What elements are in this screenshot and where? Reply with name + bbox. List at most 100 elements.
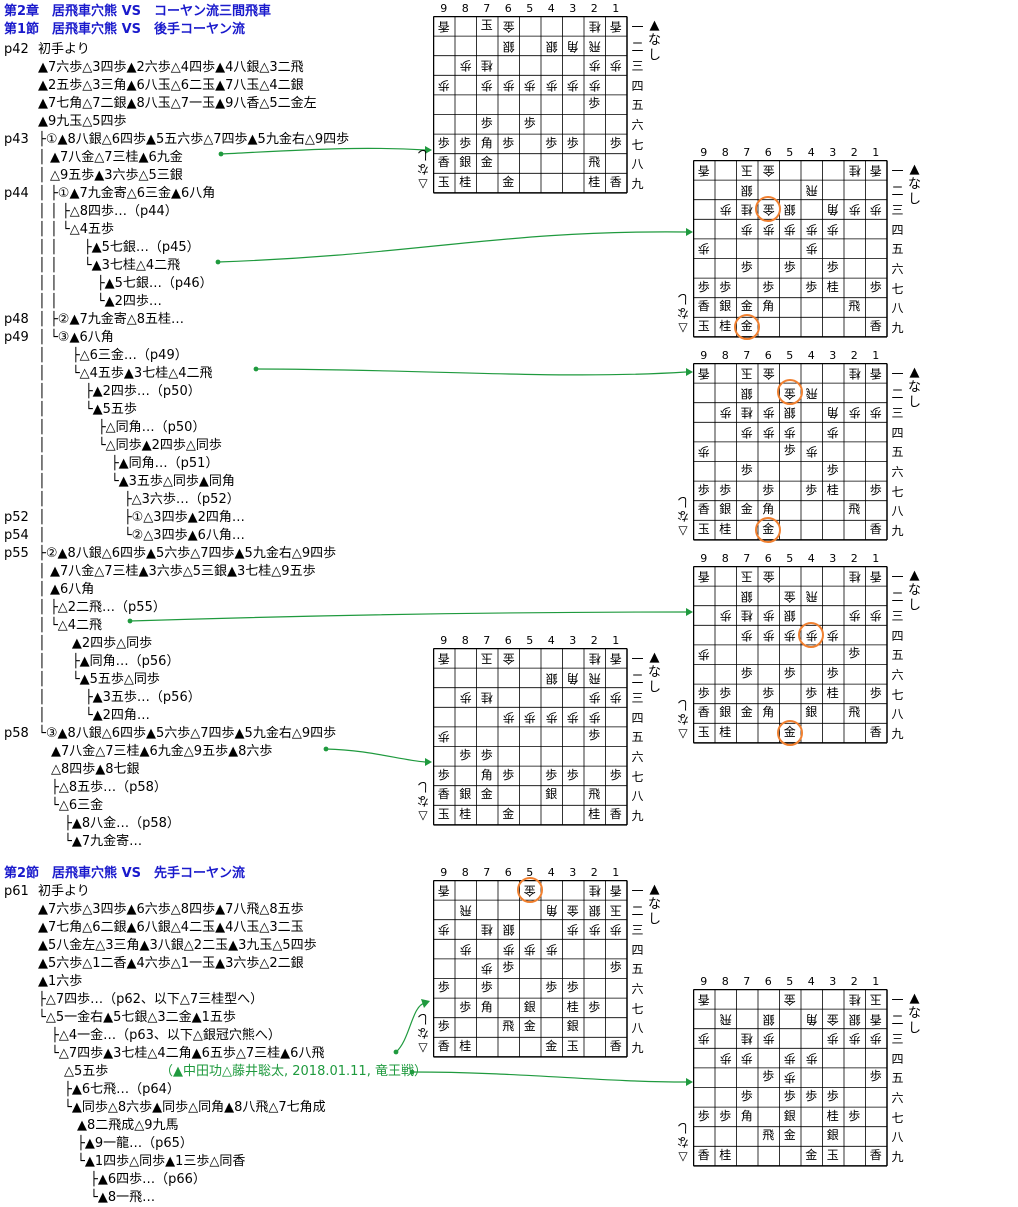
white-piece: 歩 [740, 628, 753, 643]
row-label: 四 [631, 78, 644, 93]
white-piece: 歩 [697, 444, 710, 459]
variation-line: ├①▲8八銀△6四歩▲5五六歩△7四歩▲5九金右△9四歩 [38, 132, 350, 147]
row-label: 九 [891, 1149, 904, 1164]
black-piece: 桂 [719, 521, 732, 536]
white-hand: しな▽ [677, 495, 690, 538]
white-piece: 金 [826, 1012, 839, 1027]
black-hand: ▲なし [907, 365, 921, 410]
black-piece: 歩 [740, 260, 753, 274]
white-piece: 金 [566, 903, 579, 918]
black-piece: 銀 [459, 155, 472, 170]
black-piece: 歩 [869, 482, 882, 497]
variation-line: └△5一金右▲5七銀△3二金▲1五歩 [38, 1010, 236, 1025]
row-label: 六 [891, 465, 904, 479]
variation-line: │ └△4二飛 [38, 618, 103, 633]
board-grid [433, 16, 628, 194]
column-label: 8 [721, 975, 729, 988]
column-label: 2 [850, 349, 858, 362]
white-piece: 香 [437, 883, 450, 898]
white-piece: 金 [783, 589, 796, 604]
white-piece: 歩 [523, 710, 536, 725]
black-piece: 歩 [783, 260, 796, 274]
column-label: 7 [483, 866, 491, 879]
variation-line: │ │ ├△8四歩…（p44） [38, 204, 178, 219]
white-piece: 歩 [609, 922, 622, 937]
black-piece: 飛 [848, 299, 861, 314]
column-label: 4 [807, 349, 815, 362]
black-piece: 桂 [719, 724, 732, 739]
white-piece: 銀 [502, 922, 515, 937]
column-label: 1 [612, 866, 620, 879]
highlight-circle [776, 719, 803, 746]
row-label: 三 [891, 203, 904, 218]
column-label: 7 [483, 634, 491, 647]
row-label: 八 [631, 1021, 644, 1036]
variation-line: │ └▲2四角… [38, 708, 150, 723]
white-piece: 歩 [697, 241, 710, 256]
row-label: 六 [631, 982, 644, 996]
white-piece: 歩 [826, 425, 839, 440]
white-piece: 歩 [545, 710, 558, 725]
white-piece: 歩 [545, 942, 558, 957]
highlight-circle [776, 379, 803, 406]
white-piece: 桂 [588, 19, 601, 34]
black-piece: 桂 [719, 1147, 732, 1162]
row-label: 九 [631, 808, 644, 823]
white-piece: 歩 [805, 241, 818, 256]
row-label: 七 [891, 1110, 904, 1125]
row-label: 四 [891, 628, 904, 643]
white-piece: 歩 [588, 78, 601, 93]
variation-line: │ │ └▲3七桂△4二飛 [38, 258, 181, 273]
black-piece: 銀 [719, 705, 732, 720]
white-piece: 歩 [869, 608, 882, 623]
row-label: 七 [891, 281, 904, 296]
white-piece: 玉 [869, 992, 882, 1007]
page-ref: p52 [4, 510, 29, 525]
white-piece: 歩 [588, 922, 601, 937]
white-piece: 歩 [502, 942, 515, 957]
black-piece: 歩 [545, 767, 558, 782]
black-hand: ▲なし [907, 162, 921, 207]
column-label: 9 [700, 146, 708, 159]
white-piece: 玉 [740, 163, 753, 178]
variation-line: ▲8二飛成△9九馬 [38, 1118, 179, 1133]
black-piece: 歩 [848, 1108, 861, 1123]
column-label: 8 [721, 146, 729, 159]
row-label: 三 [891, 1032, 904, 1047]
black-piece: 歩 [783, 443, 796, 458]
white-hand: しな▽ [417, 1012, 430, 1055]
black-piece: 歩 [740, 666, 753, 680]
white-piece: 香 [869, 569, 882, 584]
black-piece: 金 [783, 1128, 796, 1143]
variation-line: │ ├②▲7九金寄△8五桂… [38, 312, 184, 327]
row-label: 七 [891, 687, 904, 702]
black-piece: 角 [480, 999, 493, 1014]
row-label: 三 [631, 923, 644, 938]
black-piece: 歩 [697, 1108, 710, 1123]
white-piece: 歩 [719, 405, 732, 420]
white-piece: 銀 [740, 386, 753, 401]
white-piece: 歩 [566, 710, 579, 725]
white-piece: 桂 [480, 58, 493, 73]
variation-line: └▲1四歩△同歩▲1三歩△同香 [38, 1154, 246, 1169]
white-piece: 歩 [459, 942, 472, 957]
black-piece: 歩 [719, 482, 732, 497]
black-piece: 銀 [783, 1108, 796, 1123]
column-label: 9 [440, 2, 448, 15]
black-piece: 歩 [697, 685, 710, 700]
black-piece: 桂 [719, 318, 732, 333]
black-piece: 香 [869, 521, 882, 536]
row-label: 七 [631, 1001, 644, 1016]
variation-line: └▲7九金寄… [38, 834, 143, 849]
black-piece: 玉 [437, 806, 450, 821]
variation-line: ▲7八金△7三桂▲6九金△9五歩▲8六歩 [38, 744, 273, 759]
white-piece: 歩 [805, 444, 818, 459]
white-piece: 香 [609, 651, 622, 666]
white-piece: 歩 [609, 690, 622, 705]
black-piece: 桂 [588, 806, 601, 821]
black-piece: 金 [502, 174, 515, 189]
white-piece: 香 [437, 651, 450, 666]
black-piece: 角 [480, 135, 493, 150]
column-label: 9 [700, 349, 708, 362]
variation-line: │ ▲7八金△7三桂▲6九金 [38, 150, 183, 165]
